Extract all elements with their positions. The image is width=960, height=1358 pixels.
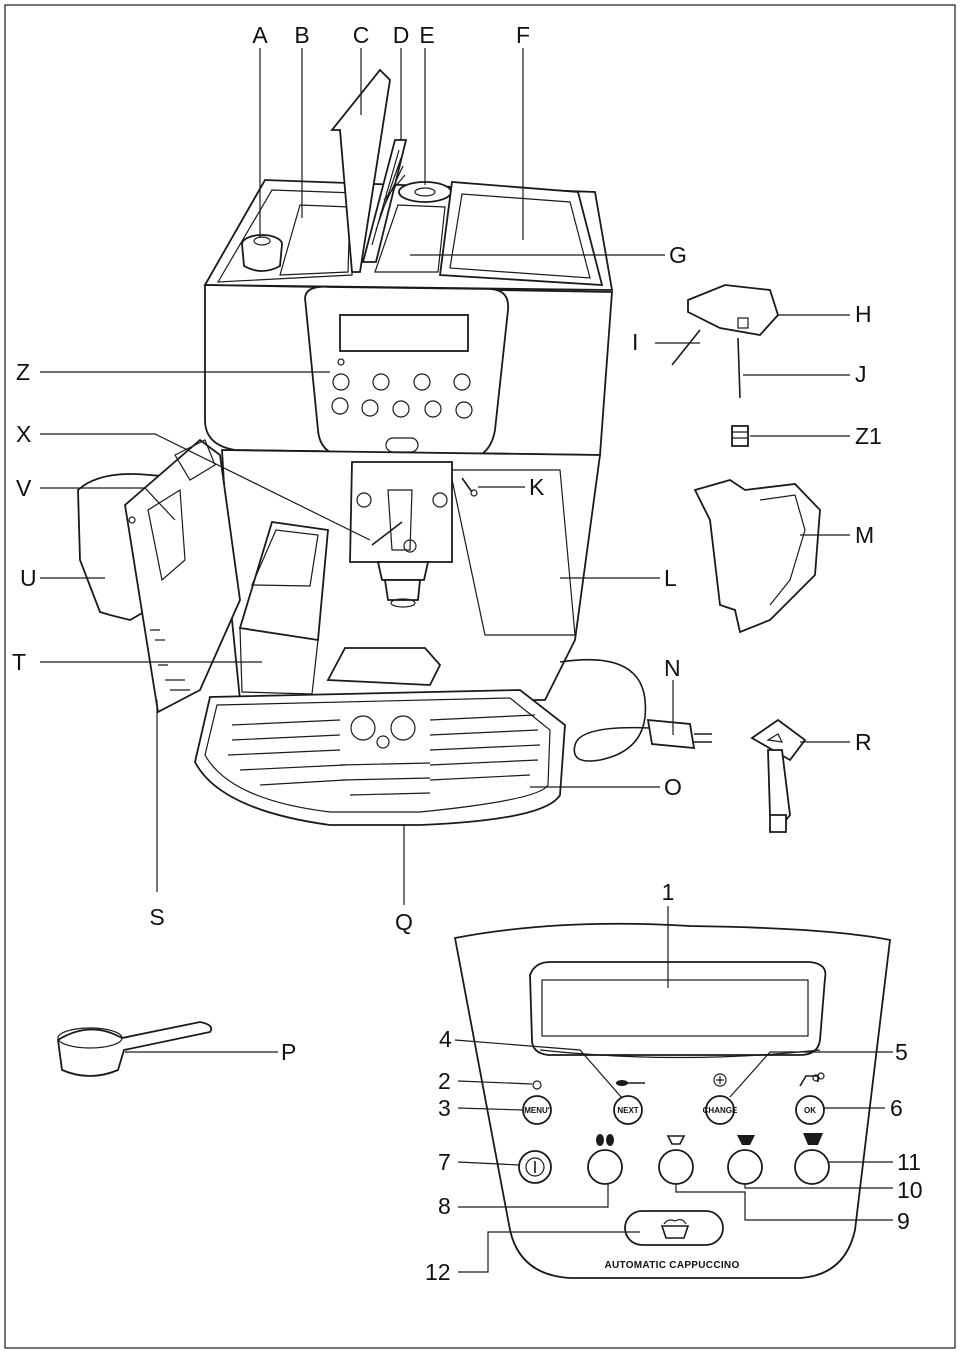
change-button-label: CHANGE — [703, 1106, 738, 1115]
label-S: S — [149, 904, 164, 930]
label-12: 12 — [425, 1259, 451, 1285]
leader-lines — [40, 48, 893, 1273]
bean-lid — [330, 68, 391, 273]
cappuccino-button[interactable] — [624, 1210, 724, 1246]
label-P: P — [281, 1039, 296, 1065]
rinse-icon — [713, 1073, 727, 1087]
large-cup-icon — [803, 1133, 823, 1145]
steam-icon — [799, 1072, 825, 1087]
label-R: R — [855, 729, 872, 755]
milk-frother-head — [687, 284, 780, 336]
label-M: M — [855, 522, 874, 548]
label-D: D — [393, 22, 410, 48]
brand-label: AUTOMATIC CAPPUCCINO — [604, 1260, 739, 1271]
frother-nozzle — [737, 337, 741, 399]
side-panel — [449, 469, 576, 636]
drip-tray — [194, 689, 566, 826]
label-Z: Z — [16, 359, 30, 385]
small-cup-icon — [666, 1135, 686, 1145]
coffee-spout — [376, 561, 430, 581]
machine-illustration — [57, 68, 821, 1077]
label-Z1: Z1 — [855, 423, 882, 449]
cup-stand — [326, 647, 442, 686]
bean-container — [374, 204, 446, 273]
frother-intake-tube — [671, 329, 701, 366]
label-2: 2 — [438, 1068, 451, 1094]
ok-button[interactable]: OK — [795, 1095, 825, 1125]
label-10: 10 — [897, 1177, 923, 1203]
steam-knob — [470, 489, 478, 497]
label-11: 11 — [897, 1149, 921, 1175]
label-L: L — [664, 565, 677, 591]
machine-display — [339, 314, 469, 352]
label-6: 6 — [890, 1095, 903, 1121]
service-door-inner — [124, 438, 241, 714]
coffee-aroma-button[interactable] — [587, 1149, 623, 1185]
label-F: F — [516, 22, 530, 48]
label-X: X — [16, 421, 31, 447]
one-cup-button[interactable] — [658, 1149, 694, 1185]
two-cups-button[interactable] — [727, 1149, 763, 1185]
power-led — [532, 1080, 542, 1090]
milk-container — [693, 479, 821, 634]
next-button-label: NEXT — [617, 1106, 638, 1115]
label-B: B — [294, 22, 309, 48]
change-button[interactable]: CHANGE — [703, 1095, 738, 1125]
label-V: V — [16, 475, 32, 501]
cup-warmer — [438, 181, 604, 286]
next-button[interactable]: NEXT — [613, 1095, 643, 1125]
label-U: U — [20, 565, 37, 591]
label-J: J — [855, 361, 867, 387]
label-1: 1 — [662, 879, 675, 905]
ok-button-label: OK — [804, 1106, 816, 1115]
measuring-scoop — [57, 1021, 213, 1077]
label-5: 5 — [895, 1039, 908, 1065]
brew-unit — [349, 461, 453, 563]
grounds-container — [238, 520, 329, 642]
label-4: 4 — [439, 1026, 452, 1052]
machine-buttons — [331, 358, 473, 453]
long-coffee-button[interactable] — [794, 1149, 830, 1185]
medium-cup-icon — [737, 1135, 755, 1145]
callout-labels: A B C D E F G H I J Z1 Z X V K M U L T N… — [12, 22, 923, 1285]
page-border — [4, 4, 956, 1349]
machine-control-panel — [304, 285, 510, 461]
label-7: 7 — [438, 1149, 451, 1175]
label-T: T — [12, 649, 26, 675]
drip-grid — [227, 714, 541, 796]
label-9: 9 — [897, 1208, 910, 1234]
label-O: O — [664, 774, 682, 800]
label-C: C — [353, 22, 370, 48]
label-3: 3 — [438, 1095, 451, 1121]
power-plug — [646, 718, 696, 750]
label-I: I — [632, 329, 638, 355]
panel-display — [529, 961, 827, 1056]
label-H: H — [855, 301, 872, 327]
label-N: N — [664, 655, 681, 681]
spoon-icon — [616, 1080, 645, 1086]
menu-button-label: MENU' — [524, 1106, 550, 1115]
nozzle-part — [731, 425, 749, 447]
label-K: K — [529, 474, 545, 500]
power-cord — [559, 658, 651, 762]
on-off-button[interactable] — [518, 1150, 552, 1184]
menu-button[interactable]: MENU' — [522, 1095, 552, 1125]
label-G: G — [669, 242, 687, 268]
label-Q: Q — [395, 909, 413, 935]
label-A: A — [252, 22, 268, 48]
label-8: 8 — [438, 1193, 451, 1219]
control-panel-detail: MENU' NEXT CHANGE OK — [453, 922, 891, 1279]
coffee-beans-icon — [596, 1134, 614, 1146]
label-E: E — [419, 22, 434, 48]
